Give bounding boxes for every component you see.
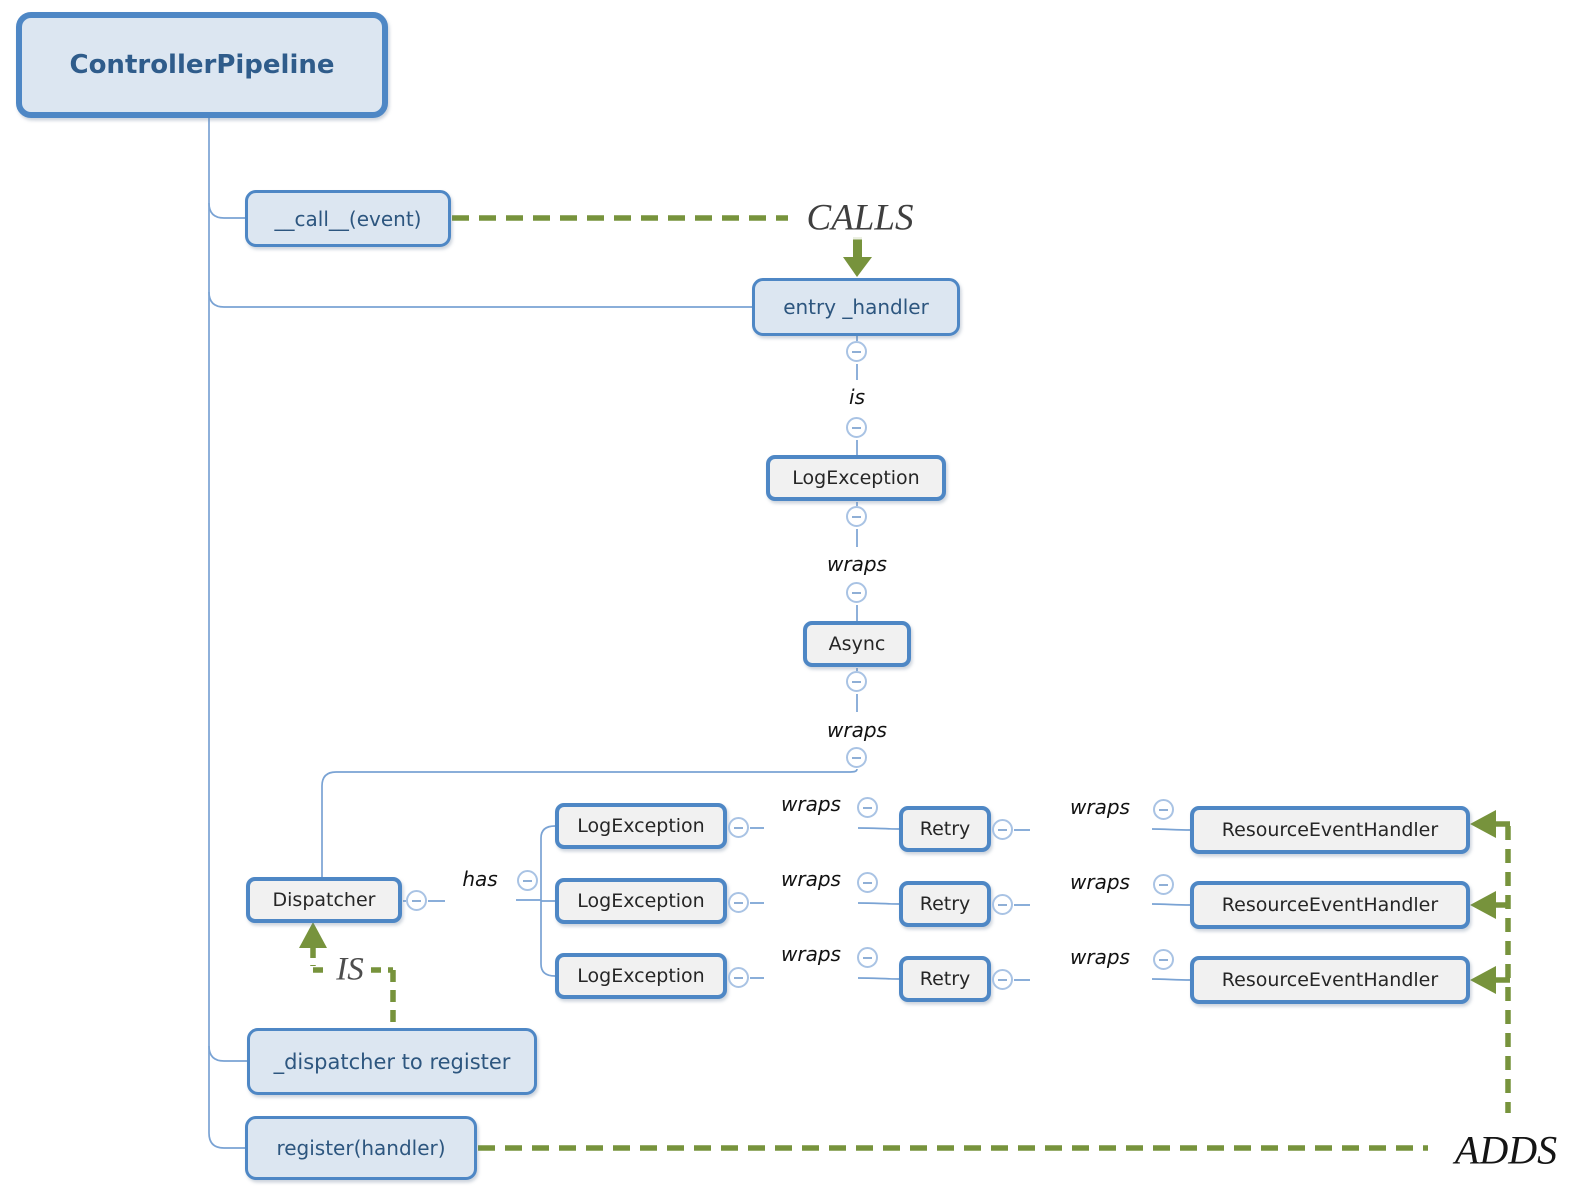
relation-label-is: IS [333, 951, 367, 989]
collapse-minus-icon[interactable] [728, 892, 749, 913]
edge-label-is: is [849, 385, 865, 409]
edge-label-wraps: wraps [781, 867, 841, 891]
adds-arrow-icon-row1 [1470, 810, 1496, 838]
collapse-minus-icon[interactable] [1153, 874, 1174, 895]
node-row-resource-event-handler[interactable]: ResourceEventHandler [1190, 806, 1470, 854]
collapse-minus-icon[interactable] [992, 894, 1013, 915]
handler-branch-line [540, 825, 556, 977]
collapse-minus-icon[interactable] [846, 671, 867, 692]
collapse-minus-icon[interactable] [846, 341, 867, 362]
collapse-minus-icon[interactable] [846, 506, 867, 527]
edge-label-wraps: wraps [781, 792, 841, 816]
branch-dispatcher-to-register-line [208, 1045, 247, 1062]
collapse-minus-icon[interactable] [857, 947, 878, 968]
collapse-minus-icon[interactable] [992, 969, 1013, 990]
node-call-event[interactable]: __call__(event) [245, 190, 451, 247]
collapse-minus-icon[interactable] [1153, 799, 1174, 820]
node-log-exception[interactable]: LogException [766, 455, 946, 501]
branch-entry-handler-line [208, 291, 752, 308]
edge-label-has: has [462, 867, 498, 891]
node-row-log-exception[interactable]: LogException [555, 803, 727, 849]
edge-label-wraps: wraps [827, 552, 887, 576]
collapse-minus-icon[interactable] [517, 870, 538, 891]
collapse-minus-icon[interactable] [992, 819, 1013, 840]
edge-label-wraps: wraps [1070, 795, 1130, 819]
node-entry-handler[interactable]: entry _handler [752, 278, 960, 336]
relation-connectors [310, 215, 1511, 1151]
collapse-minus-icon[interactable] [846, 417, 867, 438]
collapse-minus-icon[interactable] [857, 797, 878, 818]
relation-label-adds: ADDS [1451, 1126, 1561, 1174]
relation-arrows [299, 237, 1496, 994]
chain-to-dispatcher-line [321, 768, 858, 877]
is-arrow-icon [299, 922, 327, 948]
collapse-minus-icon[interactable] [857, 872, 878, 893]
node-row-log-exception[interactable]: LogException [555, 878, 727, 924]
node-row-retry[interactable]: Retry [899, 881, 991, 927]
node-row-resource-event-handler[interactable]: ResourceEventHandler [1190, 956, 1470, 1004]
adds-arrow-icon-row2 [1470, 891, 1496, 919]
collapse-minus-icon[interactable] [1153, 949, 1174, 970]
node-async[interactable]: Async [803, 621, 911, 667]
node-controller-pipeline[interactable]: ControllerPipeline [16, 12, 388, 118]
node-register-handler[interactable]: register(handler) [245, 1116, 477, 1180]
node-row-retry[interactable]: Retry [899, 956, 991, 1002]
node-row-retry[interactable]: Retry [899, 806, 991, 852]
collapse-minus-icon[interactable] [728, 967, 749, 988]
collapse-minus-icon[interactable] [406, 890, 427, 911]
row1-connectors [750, 827, 1191, 831]
edge-label-wraps: wraps [1070, 945, 1130, 969]
branch-call-line [208, 202, 245, 219]
edge-label-wraps: wraps [1070, 870, 1130, 894]
node-dispatcher[interactable]: Dispatcher [246, 877, 402, 923]
relation-label-calls: CALLS [803, 196, 917, 240]
calls-arrow-icon [843, 257, 872, 277]
collapse-minus-icon[interactable] [846, 582, 867, 603]
collapse-minus-icon[interactable] [728, 817, 749, 838]
edge-label-wraps: wraps [827, 718, 887, 742]
calls-arrow-shaft [853, 237, 862, 258]
branch-register-line [208, 1132, 245, 1149]
row2-connectors [750, 902, 1191, 906]
node-row-log-exception[interactable]: LogException [555, 953, 727, 999]
row3-connectors [750, 977, 1191, 981]
collapse-minus-icon[interactable] [846, 747, 867, 768]
edge-label-wraps: wraps [781, 942, 841, 966]
node-row-resource-event-handler[interactable]: ResourceEventHandler [1190, 881, 1470, 929]
node-dispatcher-to-register[interactable]: _dispatcher to register [247, 1028, 537, 1095]
adds-arrow-icon-row3 [1470, 966, 1496, 994]
tree-connectors [208, 118, 1191, 1149]
